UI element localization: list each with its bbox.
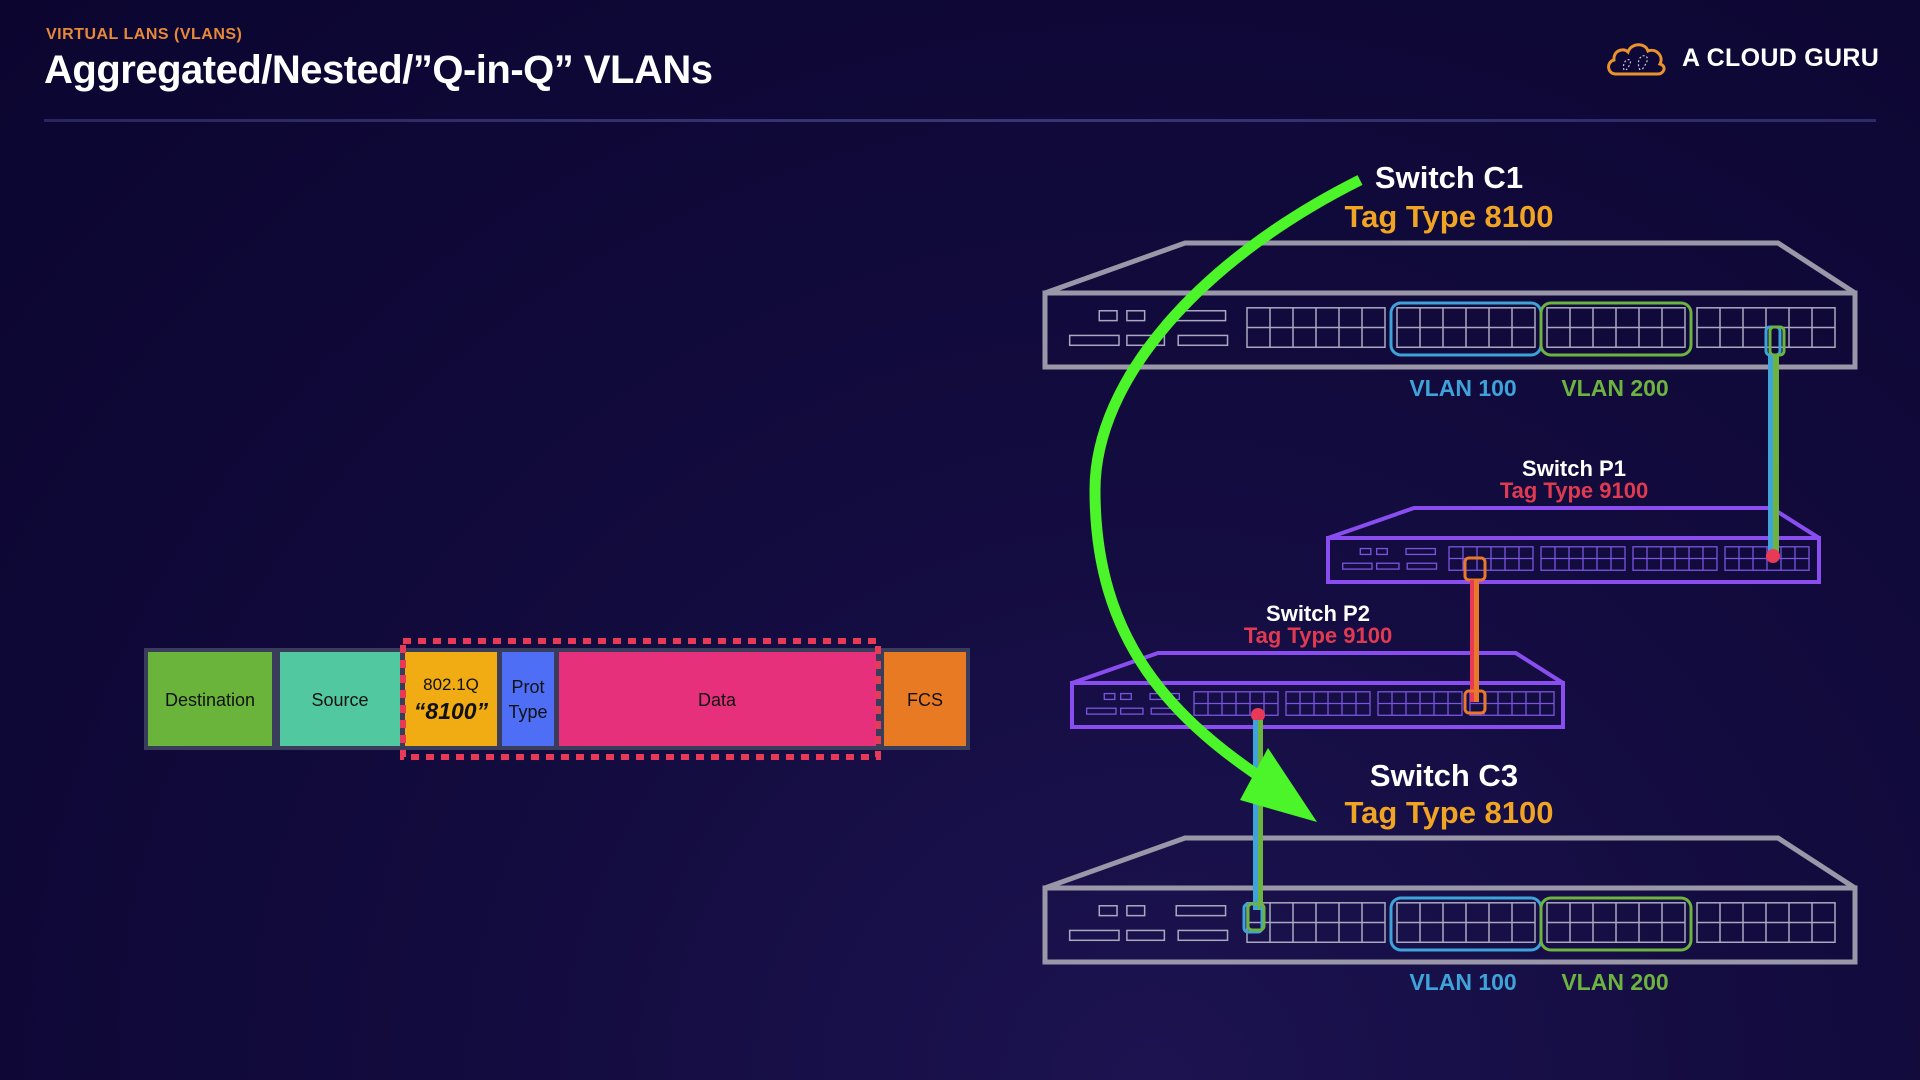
- p1-p2-link-orange: [1474, 580, 1479, 702]
- prot-label: Prot: [511, 677, 544, 697]
- c1-vlan100-label: VLAN 100: [1409, 375, 1516, 401]
- type-label: Type: [508, 702, 547, 722]
- links: [1242, 325, 1786, 934]
- switch-led-port: [1086, 707, 1117, 715]
- c1-trunk-port-outline-green: [1768, 325, 1786, 357]
- arrow-head: [1240, 748, 1317, 822]
- c1-p1-link-blue: [1768, 355, 1773, 555]
- switch-led-port: [1376, 547, 1388, 556]
- switch-c3-tag: Tag Type 8100: [1344, 795, 1553, 830]
- switch-c3-name: Switch C3: [1370, 758, 1518, 793]
- data-label: Data: [698, 690, 737, 710]
- cloud-icon: [1607, 43, 1666, 76]
- switch-led-port: [1177, 334, 1229, 347]
- frame-field-destination: [148, 652, 272, 746]
- c3-trunk-port-outline-green: [1246, 902, 1266, 932]
- p2-port-outline: [1463, 689, 1487, 715]
- p1-port-outline: [1463, 556, 1487, 582]
- switch-led-port: [1342, 562, 1373, 570]
- dot1q-label: 802.1Q: [423, 675, 479, 694]
- frame-field-source: [280, 652, 400, 746]
- switch-c3: [1042, 835, 1858, 965]
- switch-led-port: [1068, 929, 1120, 942]
- switch-top: [1044, 835, 1857, 891]
- switch-led-port: [1175, 905, 1227, 917]
- tag-highlight-box: [400, 638, 881, 760]
- switch-led-port: [1126, 929, 1166, 942]
- vlan200-outline: [1539, 301, 1693, 357]
- switch-led-port: [1103, 692, 1116, 701]
- frame-path-arrow: [1089, 175, 1363, 822]
- switch-led-port: [1120, 707, 1144, 715]
- switch-led-port: [1359, 547, 1372, 556]
- frame-field-prot-type: [502, 652, 554, 746]
- p2-c3-link-blue: [1253, 720, 1258, 910]
- frame-field-8021q: [405, 652, 497, 746]
- switch-led-port: [1405, 547, 1437, 556]
- page-title: Aggregated/Nested/”Q-in-Q” VLANs: [44, 48, 713, 92]
- switch-led-port: [1376, 562, 1400, 570]
- switch-p1-name: Switch P1: [1522, 456, 1626, 481]
- c1-p1-link-green: [1773, 355, 1779, 555]
- switch-top: [1044, 240, 1857, 296]
- switch-led-port: [1177, 929, 1229, 942]
- c3-vlan200-label: VLAN 200: [1561, 969, 1668, 995]
- frame-field-data: [559, 652, 876, 746]
- brand-name: A CLOUD GURU: [1682, 43, 1880, 72]
- source-label: Source: [311, 690, 368, 710]
- switch-body: [1070, 681, 1565, 729]
- c3-vlan100-label: VLAN 100: [1409, 969, 1516, 995]
- frame-field-fcs: [884, 652, 966, 746]
- fcs-label: FCS: [907, 690, 943, 710]
- switch-led-port: [1098, 905, 1118, 917]
- switch-led-port: [1126, 905, 1146, 917]
- switch-body: [1326, 536, 1821, 584]
- switch-c1-tag: Tag Type 8100: [1344, 199, 1553, 234]
- switch-led-port: [1120, 692, 1132, 701]
- dot1q-value: “8100”: [414, 698, 489, 724]
- switch-p1: [1326, 506, 1821, 584]
- c1-vlan200-label: VLAN 200: [1561, 375, 1668, 401]
- switch-c1: [1042, 240, 1858, 370]
- switch-top: [1071, 651, 1565, 685]
- ethernet-frame: Destination Source 802.1Q “8100” Prot Ty…: [144, 638, 970, 760]
- destination-label: Destination: [165, 690, 255, 710]
- c1-trunk-port-outline-blue: [1764, 325, 1782, 357]
- switch-p2: [1070, 651, 1565, 729]
- brand-logo: A CLOUD GURU: [1604, 38, 1879, 78]
- p2-c3-link-green: [1258, 720, 1263, 910]
- switch-led-port: [1126, 310, 1146, 322]
- section-label: VIRTUAL LANS (VLANS): [46, 26, 243, 43]
- header-divider: [44, 119, 1876, 122]
- switch-p2-tag: Tag Type 9100: [1244, 623, 1392, 648]
- switch-top: [1327, 506, 1821, 540]
- switch-p2-name: Switch P2: [1266, 601, 1370, 626]
- switch-led-port: [1098, 310, 1118, 322]
- switch-p1-tag: Tag Type 9100: [1500, 478, 1648, 503]
- switch-c1-name: Switch C1: [1375, 160, 1523, 195]
- vlan200-outline: [1539, 896, 1693, 952]
- switch-body: [1042, 290, 1858, 370]
- p1-p2-link-red: [1470, 580, 1474, 702]
- arrow-shaft: [1089, 175, 1363, 795]
- switch-body: [1042, 885, 1858, 965]
- p1-endpoint-dot: [1766, 549, 1780, 563]
- switch-led-port: [1406, 562, 1438, 570]
- switch-led-port: [1068, 334, 1120, 347]
- p2-endpoint-dot: [1251, 708, 1265, 722]
